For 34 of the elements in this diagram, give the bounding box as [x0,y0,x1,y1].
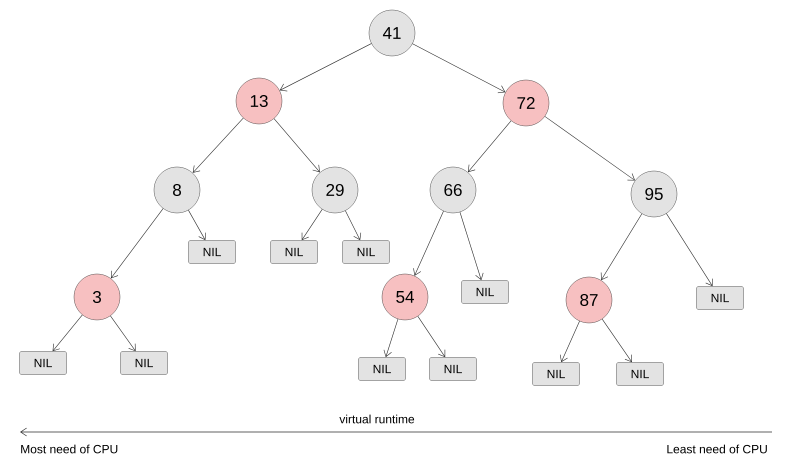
arrow [544,116,636,181]
arrow [666,213,713,286]
arrow [384,318,398,358]
arrow [418,316,446,358]
arrow [302,209,322,240]
nil-leaf-box: NIL [696,286,744,310]
nil-leaf-box: NIL [616,362,664,386]
arrow [52,314,83,352]
nil-leaf-box: NIL [120,351,168,375]
arrow [413,210,444,276]
nil-leaf-box: NIL [188,240,236,264]
arrow [345,210,362,240]
axis-label: Most need of CPU [21,444,118,454]
arrow [468,120,512,172]
arrow [280,43,372,92]
arrow [560,320,580,362]
arrow [412,43,506,94]
axis-label: virtual runtime [339,414,414,424]
nil-leaf-box: NIL [19,351,67,375]
nil-leaf-box: NIL [342,240,390,264]
arrow [192,118,244,173]
nil-leaf-box: NIL [429,357,477,381]
arrow [602,318,632,362]
nil-leaf-box: NIL [358,357,406,381]
axis-label: Least need of CPU [667,444,767,454]
arrow [110,208,164,278]
arrow [600,213,642,280]
nil-leaf-box: NIL [532,362,580,386]
arrow [460,212,484,280]
nil-leaf-box: NIL [270,240,318,264]
nil-leaf-box: NIL [461,280,509,304]
arrow [188,210,206,240]
arrow [110,316,136,352]
arrow [274,118,320,172]
